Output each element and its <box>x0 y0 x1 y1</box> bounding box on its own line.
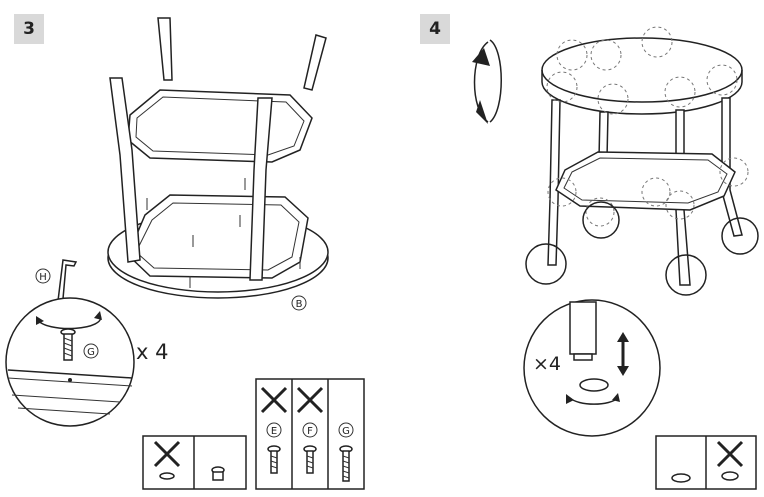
comparison-box <box>655 435 757 490</box>
frame-cross-section <box>7 369 133 415</box>
foot-pad-marker <box>665 254 707 296</box>
lower-shelf <box>555 151 736 211</box>
rotate-arrows-icon <box>36 311 102 330</box>
foot-pad-marker <box>721 217 759 255</box>
washer-icon <box>159 472 175 480</box>
part-label-g: G <box>342 426 350 437</box>
flip-arrow-icon <box>472 39 502 124</box>
bolt-icon <box>339 445 353 482</box>
screw-position-markers <box>546 26 749 227</box>
lower-frame <box>127 194 309 279</box>
comparison-box <box>142 435 247 490</box>
foot-pad-marker <box>525 243 567 285</box>
table-leg <box>157 17 173 81</box>
quantity-label: ×4 <box>533 353 561 375</box>
foot-pad-marker <box>582 201 620 239</box>
allen-key-label: H <box>39 272 47 283</box>
table-leg <box>547 99 561 266</box>
zoom-circle <box>523 299 661 437</box>
tabletop-label: B <box>296 299 303 310</box>
bolt-icon <box>267 445 281 474</box>
zoom-circle <box>5 297 135 427</box>
wrong-icon <box>260 386 288 414</box>
double-arrow-icon <box>617 332 629 376</box>
step-number: 4 <box>420 14 450 44</box>
tabletop-part-label <box>291 295 307 311</box>
foot-pad-icon <box>671 473 691 483</box>
wrong-icon <box>296 386 324 414</box>
screw-label: G <box>87 347 95 358</box>
leg-foot-detail <box>569 301 609 392</box>
foot-pad-icon <box>579 378 609 392</box>
rotate-arrows-icon <box>566 393 620 405</box>
allen-key-label-circle <box>35 268 51 284</box>
screw-label-circle <box>83 343 99 359</box>
quantity-label: x 4 <box>136 340 168 364</box>
part-label-f: F <box>307 426 313 437</box>
step-number: 3 <box>14 14 44 44</box>
part-label-e: E <box>271 426 277 437</box>
table-leg <box>303 34 327 91</box>
wrong-icon <box>153 440 181 468</box>
wrong-icon <box>716 440 744 468</box>
tabletop <box>541 37 743 103</box>
bolt-icon <box>303 445 317 474</box>
table-leg <box>109 77 141 263</box>
upright-table-illustration <box>525 26 759 296</box>
table-leg <box>249 97 273 281</box>
inverted-table-illustration <box>107 17 329 299</box>
foot-pad-icon <box>721 471 739 481</box>
parts-box <box>255 378 365 490</box>
screw-icon <box>60 328 76 361</box>
